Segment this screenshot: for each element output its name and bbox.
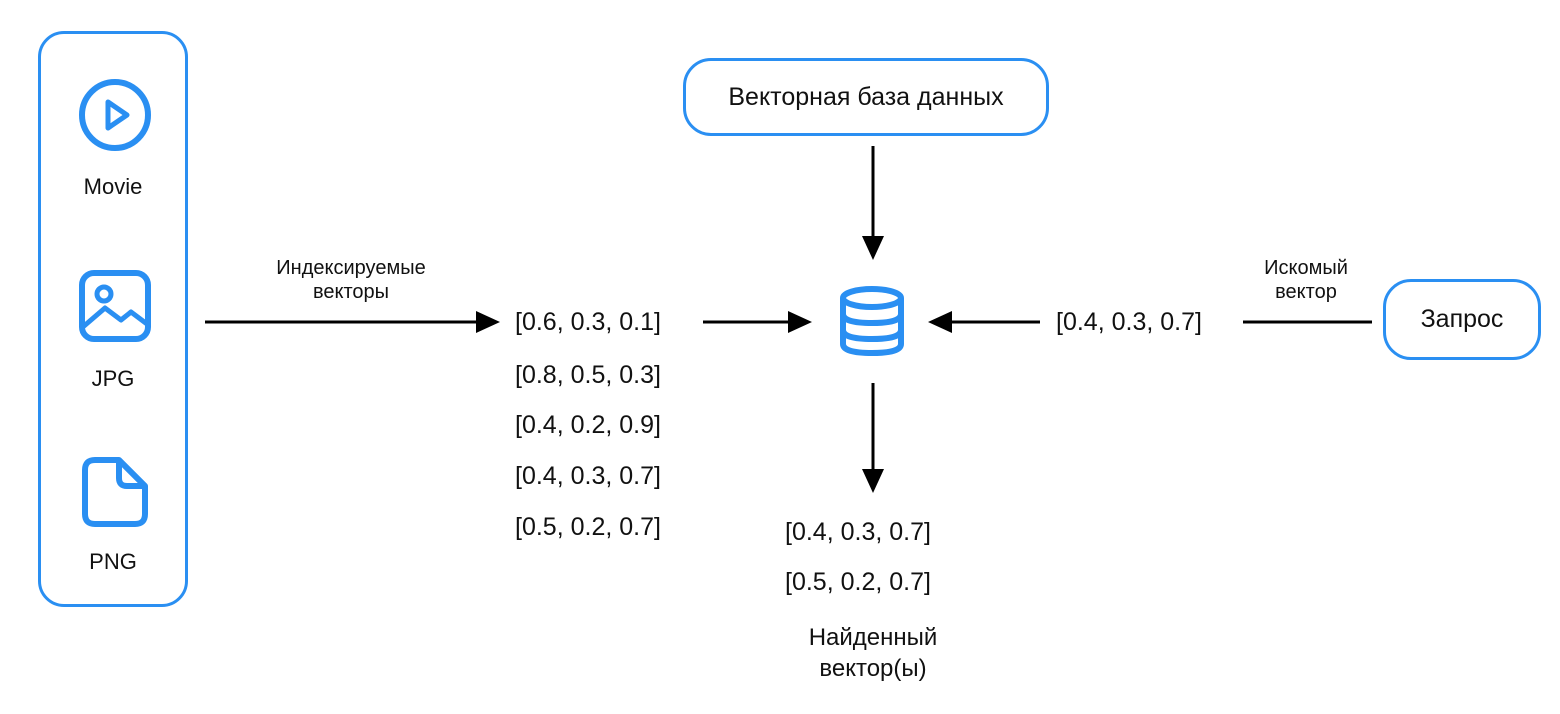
indexed-vector: [0.8, 0.5, 0.3] [515, 361, 661, 389]
source-label-movie: Movie [83, 174, 143, 199]
arrow-vectors-to-db [703, 311, 812, 333]
indexed-vector: [0.5, 0.2, 0.7] [515, 513, 661, 541]
source-label-jpg: JPG [91, 366, 135, 391]
query-box: Запрос [1383, 279, 1541, 360]
indexed-vectors-label-line1: Индексируемые [276, 257, 426, 279]
indexed-vectors-label-line2: векторы [312, 281, 390, 303]
query-edge-label-line1: Искомый [1264, 257, 1348, 279]
vector-db-box: Векторная база данных [683, 58, 1049, 136]
indexed-vector: [0.4, 0.2, 0.9] [515, 411, 661, 439]
query-edge-label-line2: вектор [1275, 281, 1337, 303]
result-vector: [0.4, 0.3, 0.7] [785, 518, 931, 546]
arrow-dbbox-to-db [862, 146, 884, 260]
found-vectors-label: Найденный вектор(ы) [760, 622, 986, 684]
image-icon [77, 268, 153, 344]
arrow-db-to-results [862, 383, 884, 493]
play-circle-icon [77, 77, 153, 153]
found-vectors-label-line2: вектор(ы) [819, 655, 927, 682]
arrow-query-vector-to-db [928, 311, 1040, 333]
file-icon [77, 454, 153, 530]
sources-panel [38, 31, 188, 607]
vector-db-label: Векторная база данных [728, 82, 1004, 111]
query-vector: [0.4, 0.3, 0.7] [1056, 308, 1202, 336]
indexed-vector: [0.6, 0.3, 0.1] [515, 308, 661, 336]
query-label: Запрос [1420, 305, 1504, 333]
arrow-sources-to-vectors [205, 311, 500, 333]
source-label-png: PNG [89, 549, 137, 574]
indexed-vector: [0.4, 0.3, 0.7] [515, 462, 661, 490]
database-icon [838, 285, 906, 357]
query-edge-label: Искомый вектор [1226, 256, 1386, 304]
indexed-vectors-label: Индексируемые векторы [236, 256, 466, 304]
result-vector: [0.5, 0.2, 0.7] [785, 568, 931, 596]
found-vectors-label-line1: Найденный [808, 624, 938, 651]
